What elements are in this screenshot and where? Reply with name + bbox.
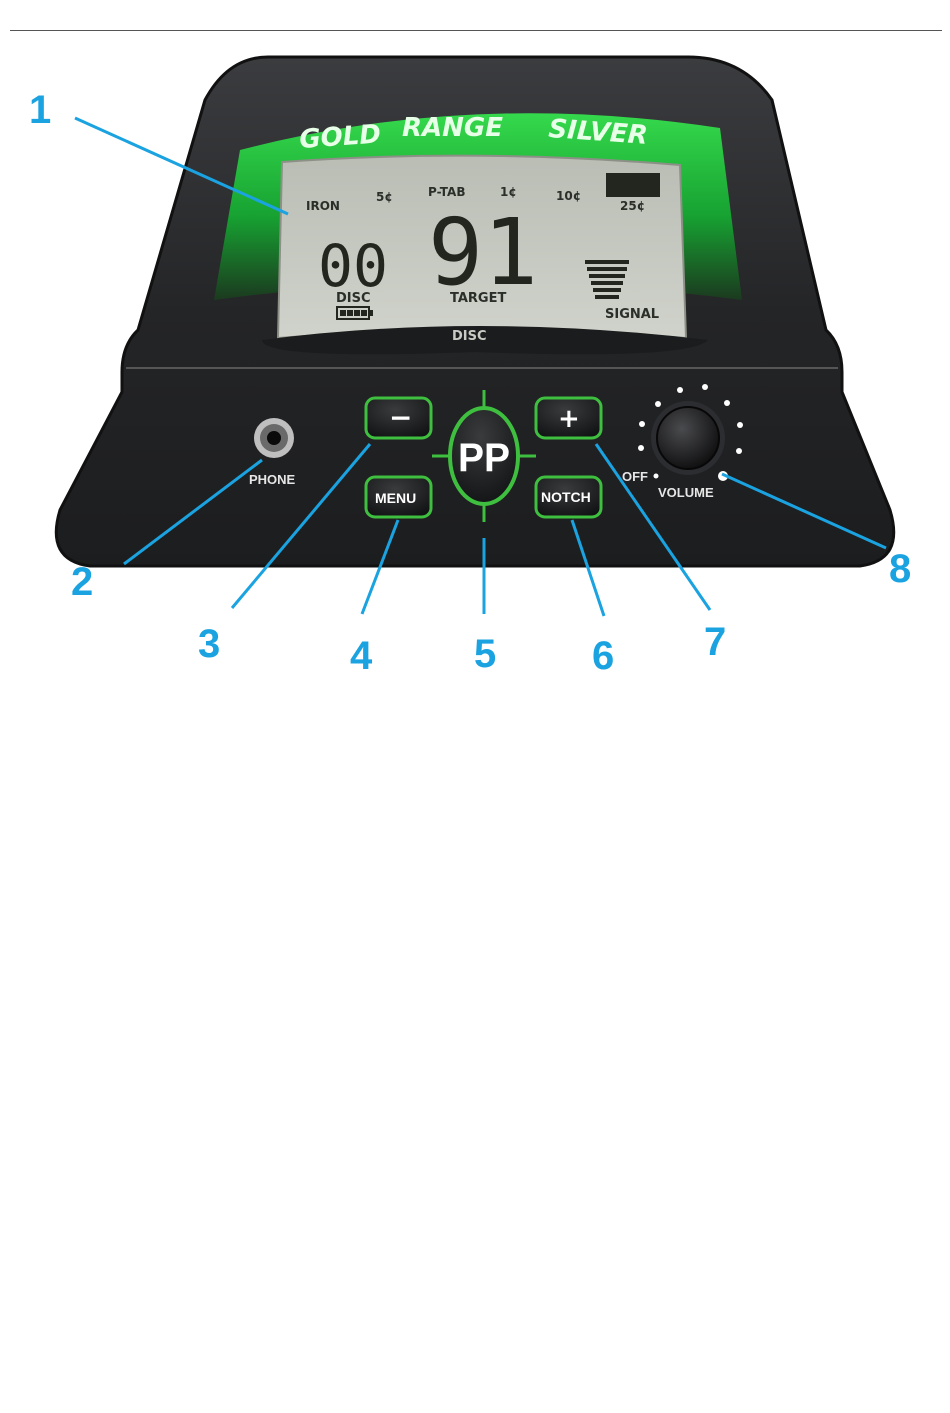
callout-number-4: 4	[350, 636, 372, 676]
plus-button[interactable]: +	[536, 398, 601, 438]
signal-label: SIGNAL	[605, 307, 659, 322]
phone-label: PHONE	[249, 472, 296, 487]
banner-word-range: RANGE	[402, 113, 503, 143]
callout-number-2: 2	[71, 562, 93, 602]
minus-button[interactable]: −	[366, 398, 431, 438]
phone-jack-icon	[254, 418, 294, 458]
control-panel-diagram: GOLD RANGE SILVER IRON 5¢ P-TAB 1¢ 10¢ 2…	[0, 0, 950, 700]
pinpoint-button-label: PP	[458, 436, 510, 480]
scale-label-1c: 1¢	[500, 185, 517, 199]
scale-label-ptab: P-TAB	[428, 185, 466, 199]
callout-number-3: 3	[198, 624, 220, 664]
target-label: TARGET	[450, 291, 506, 306]
callout-number-5: 5	[474, 634, 496, 674]
notch-button[interactable]: NOTCH	[536, 477, 601, 517]
menu-button[interactable]: MENU	[366, 477, 431, 517]
volume-label: VOLUME	[658, 485, 714, 500]
minus-button-label: −	[389, 401, 412, 434]
callout-number-1: 1	[29, 90, 51, 130]
lcd-bottom-disc-label: DISC	[452, 329, 487, 344]
scale-label-iron: IRON	[306, 199, 340, 213]
scale-label-5c: 5¢	[376, 190, 393, 204]
disc-value-readout: 00	[318, 232, 388, 300]
callout-number-6: 6	[592, 636, 614, 676]
scale-label-25c: 25¢	[620, 199, 645, 213]
disc-label: DISC	[336, 291, 371, 306]
plus-button-label: +	[558, 404, 580, 434]
menu-button-label: MENU	[375, 490, 416, 506]
volume-knob[interactable]	[651, 401, 725, 475]
scale-label-10c: 10¢	[556, 189, 581, 203]
callout-number-8: 8	[889, 549, 911, 589]
off-label: OFF	[622, 469, 648, 484]
banner-word-gold: GOLD	[298, 119, 381, 155]
callout-number-7: 7	[704, 622, 726, 662]
scale-indicator-segment	[606, 173, 660, 197]
target-value-readout: 91	[428, 199, 538, 306]
notch-button-label: NOTCH	[541, 489, 591, 505]
control-panel-figure: GOLD RANGE SILVER IRON 5¢ P-TAB 1¢ 10¢ 2…	[0, 0, 950, 700]
